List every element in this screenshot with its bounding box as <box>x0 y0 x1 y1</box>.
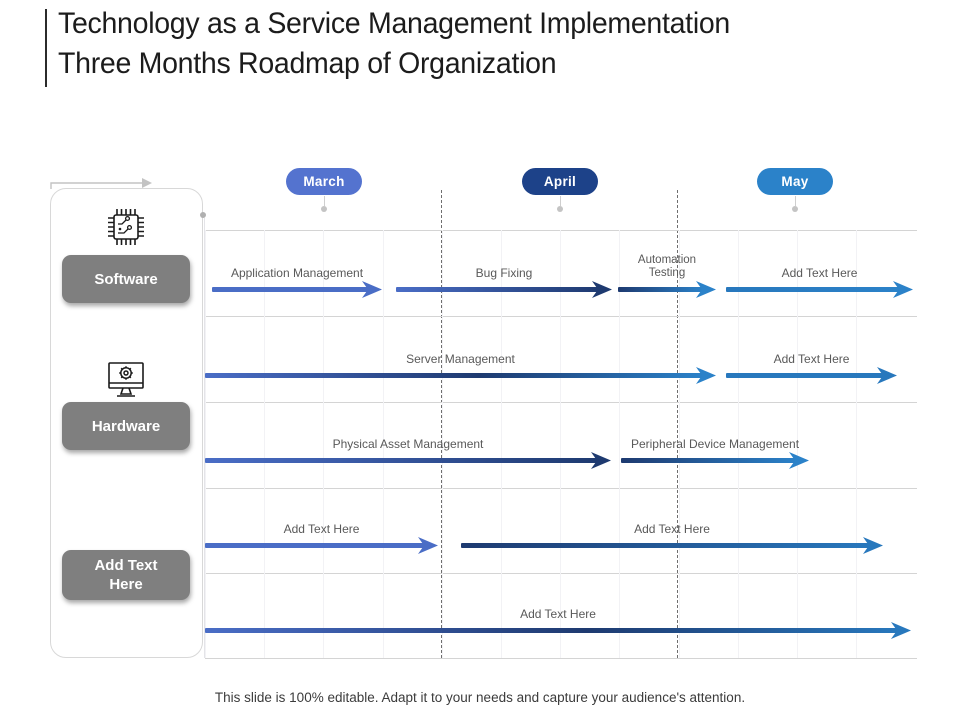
task-arrow-bar <box>212 287 370 292</box>
roadmap-task: Add Text Here <box>205 589 911 639</box>
month-connector-dot <box>557 206 563 212</box>
month-connector-line <box>323 196 325 206</box>
task-label: Bug Fixing <box>475 266 533 280</box>
task-arrow-bar <box>205 543 426 548</box>
grid-line <box>501 230 502 658</box>
task-label: Application Management <box>230 266 364 280</box>
chip-icon <box>108 209 144 245</box>
month-connector-dot <box>321 206 327 212</box>
month-pill-may[interactable]: May <box>757 168 833 195</box>
task-label: Automation Testing <box>637 254 697 279</box>
roadmap-task: Physical Asset Management <box>205 419 611 469</box>
sidebar-item-software[interactable]: Software <box>62 255 190 303</box>
roadmap-task: Server Management <box>205 334 716 384</box>
roadmap-task: Peripheral Device Management <box>621 419 809 469</box>
grid-line <box>323 230 324 658</box>
task-label: Peripheral Device Management <box>630 437 800 451</box>
task-label: Physical Asset Management <box>332 437 484 451</box>
roadmap-task: Add Text Here <box>726 248 913 298</box>
task-label: Add Text Here <box>520 607 596 621</box>
task-arrow-bar <box>618 287 704 292</box>
month-connector-dot <box>792 206 798 212</box>
grid-line <box>264 230 265 658</box>
title-line-1: Technology as a Service Management Imple… <box>58 7 731 40</box>
title-accent-line <box>45 9 47 87</box>
monitor-gear-icon <box>108 362 144 397</box>
task-arrow-bar <box>621 458 797 463</box>
month-pill-april[interactable]: April <box>522 168 598 195</box>
task-label: Add Text Here <box>781 266 858 280</box>
month-divider-dashed-line <box>677 190 678 658</box>
roadmap-task: Automation Testing <box>618 248 716 298</box>
task-label: Add Text Here <box>634 522 710 536</box>
task-label: Server Management <box>406 352 515 366</box>
roadmap-task: Add Text Here <box>205 504 438 554</box>
grid-line <box>442 230 443 658</box>
task-label: Add Text Here <box>773 352 850 366</box>
grid-line <box>797 230 798 658</box>
grid-line <box>560 230 561 658</box>
task-arrow-bar <box>726 287 901 292</box>
roadmap-task: Add Text Here <box>461 504 883 554</box>
footer-note: This slide is 100% editable. Adapt it to… <box>214 690 746 705</box>
month-connector-line <box>559 196 561 206</box>
chart-left-edge-line <box>204 218 205 658</box>
roadmap-task: Application Management <box>212 248 382 298</box>
task-arrow-bar <box>205 373 704 378</box>
row-divider-line <box>205 658 917 659</box>
task-label: Add Text Here <box>283 522 360 536</box>
month-pill-march[interactable]: March <box>286 168 362 195</box>
row-divider-line <box>205 316 917 317</box>
grid-line <box>619 230 620 658</box>
task-arrow-bar <box>205 458 599 463</box>
row-divider-line <box>205 402 917 403</box>
sidebar-item-hardware[interactable]: Hardware <box>62 402 190 450</box>
row-divider-line <box>205 573 917 574</box>
grid-line <box>856 230 857 658</box>
sidebar-item-add-text[interactable]: Add Text Here <box>62 550 190 600</box>
row-divider-line <box>205 488 917 489</box>
grid-line <box>383 230 384 658</box>
grid-line <box>205 230 206 658</box>
roadmap-task: Bug Fixing <box>396 248 612 298</box>
month-connector-line <box>794 196 796 206</box>
title-line-2: Three Months Roadmap of Organization <box>58 47 557 80</box>
flow-arrow-icon <box>50 176 154 190</box>
task-arrow-bar <box>396 287 600 292</box>
month-divider-dashed-line <box>441 190 442 658</box>
roadmap-task: Add Text Here <box>726 334 897 384</box>
task-arrow-bar <box>205 628 899 633</box>
chart-origin-dot <box>200 212 206 218</box>
task-arrow-bar <box>461 543 871 548</box>
grid-line <box>738 230 739 658</box>
grid-line <box>679 230 680 658</box>
page-title: Technology as a Service Management Imple… <box>58 4 730 84</box>
task-arrow-bar <box>726 373 885 378</box>
row-divider-line <box>205 230 917 231</box>
